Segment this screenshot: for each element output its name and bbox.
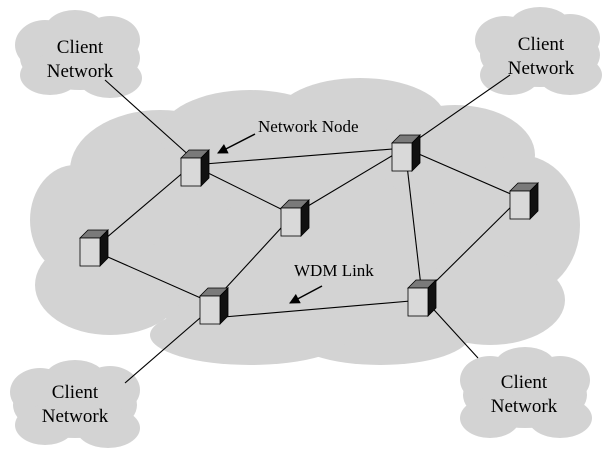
client-label-top-right-line1: Client (518, 34, 565, 55)
network-node (180, 149, 210, 187)
network-node (79, 229, 109, 267)
network-node (509, 182, 539, 220)
access-link-top-left (104, 79, 193, 159)
wdm-link (91, 164, 193, 251)
client-cloud-top-right (475, 7, 602, 95)
links (91, 74, 521, 384)
wdm-link-label: WDM Link (294, 261, 374, 280)
network-node-arrow (217, 133, 256, 154)
network-node (199, 287, 229, 325)
client-label-bottom-right-line2: Network (491, 396, 558, 417)
client-label-bottom-left-line2: Network (42, 406, 109, 427)
wdm-link (91, 249, 213, 304)
wdm-link (292, 147, 406, 216)
wdm-link (404, 147, 423, 296)
wdm-link (191, 147, 406, 166)
wdm-link-arrow (289, 285, 323, 304)
network-node (407, 279, 437, 317)
wdm-link (404, 147, 521, 199)
client-cloud-bottom-right (460, 347, 592, 438)
client-label-top-right-line2: Network (508, 58, 575, 79)
client-label-top-left-line2: Network (47, 61, 114, 82)
client-cloud-top-left (15, 10, 142, 98)
network-node-label: Network Node (258, 117, 359, 136)
client-cloud-bottom-left (10, 360, 140, 448)
network-node (391, 134, 421, 172)
network-node (280, 199, 310, 237)
wdm-link (421, 197, 521, 296)
client-label-bottom-right-line1: Client (501, 372, 548, 393)
client-label-bottom-left-line1: Client (52, 382, 99, 403)
client-label-top-left-line1: Client (57, 37, 104, 58)
wdm-link (211, 299, 423, 319)
access-link-top-right (404, 74, 511, 149)
